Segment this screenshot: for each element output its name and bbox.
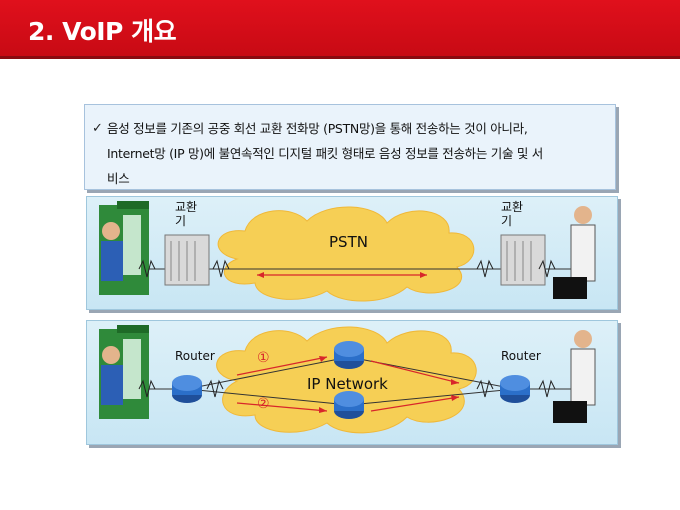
description-text: 음성 정보를 기존의 공중 회선 교환 전화망 (PSTN망)을 통해 전송하는…: [107, 116, 607, 191]
signal-icon: [538, 259, 556, 278]
signal-icon: [138, 259, 156, 278]
left-phone-booth: [99, 325, 149, 419]
ip-diagram-panel: Router Router IP Network ① ②: [86, 320, 618, 445]
right-person-phone: [553, 330, 596, 423]
description-line-3: 비스: [107, 171, 130, 186]
path-1-marker: ①: [257, 350, 270, 366]
left-switch-label: 교환기: [175, 200, 198, 228]
router-icon: [334, 391, 364, 419]
router-icon: [172, 375, 202, 403]
right-switch-label: 교환기: [501, 200, 524, 228]
description-line-1: 음성 정보를 기존의 공중 회선 교환 전화망 (PSTN망)을 통해 전송하는…: [107, 121, 528, 136]
ip-diagram: [99, 325, 596, 434]
left-router-label: Router: [175, 349, 215, 363]
router-icon: [500, 375, 530, 403]
right-router-label: Router: [501, 349, 541, 363]
pstn-diagram: [99, 201, 596, 302]
signal-icon: [206, 379, 224, 398]
check-icon: ✓: [92, 121, 103, 136]
path-2-marker: ②: [257, 396, 270, 412]
signal-icon: [476, 379, 494, 398]
slide-title: 2. VoIP 개요: [28, 17, 177, 46]
signal-icon: [138, 379, 156, 398]
title-bar: [0, 0, 680, 56]
pstn-diagram-panel: 교환기 교환기 PSTN: [86, 196, 618, 310]
signal-icon: [212, 259, 230, 278]
description-box: ✓ 음성 정보를 기존의 공중 회선 교환 전화망 (PSTN망)을 통해 전송…: [84, 104, 616, 190]
signal-icon: [538, 379, 556, 398]
router-icon: [334, 341, 364, 369]
right-switch: [500, 234, 546, 286]
title-bar-underline: [0, 56, 680, 59]
right-person-phone: [553, 206, 596, 299]
description-line-2: Internet망 (IP 망)에 불연속적인 디지털 패킷 형태로 음성 정보…: [107, 146, 543, 161]
ip-cloud-label: IP Network: [307, 375, 388, 393]
pstn-cloud: [217, 206, 475, 302]
signal-icon: [476, 259, 494, 278]
ip-cloud: [216, 326, 477, 434]
pstn-cloud-label: PSTN: [329, 233, 368, 251]
left-phone-booth: [99, 201, 149, 295]
left-switch: [164, 234, 210, 286]
